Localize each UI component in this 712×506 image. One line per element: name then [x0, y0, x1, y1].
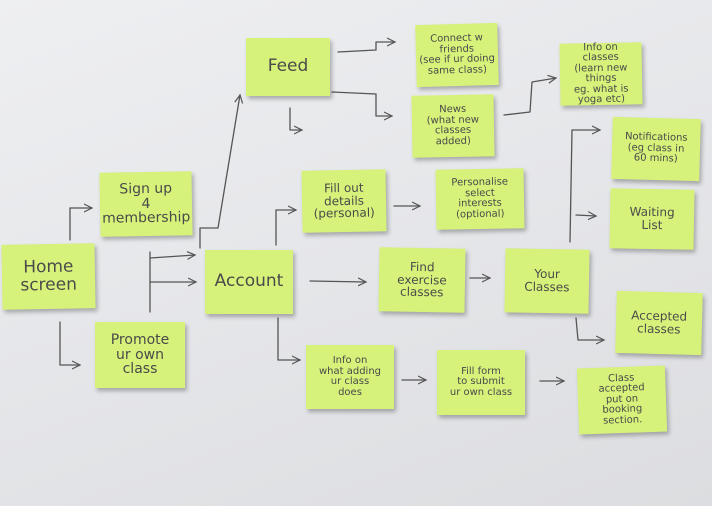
arrow-account-fill	[275, 210, 296, 246]
note-fill-out-details: Fill out details (personal)	[301, 169, 387, 233]
arrow-to-account-top	[149, 255, 195, 258]
note-sign-up: Sign up 4 membership	[99, 171, 193, 237]
arrow-yours-accepted	[575, 317, 604, 340]
arrow-feed-down	[289, 107, 302, 130]
arrow-yours-waiting	[575, 215, 596, 216]
note-info-on-adding: Info on what adding ur class does	[306, 345, 394, 409]
note-your-classes: Your Classes	[504, 248, 590, 314]
arrow-home-promote	[59, 321, 80, 365]
arrow-yours-notifications	[569, 130, 600, 243]
arrow-account-info-adding	[277, 317, 300, 360]
arrow-feed-connect	[337, 42, 395, 53]
note-fill-form: Fill form to submit ur own class	[437, 350, 525, 415]
note-waiting-list: Waiting List	[609, 188, 695, 250]
arrow-home-signup	[69, 208, 92, 241]
note-account: Account	[205, 250, 293, 314]
arrow-news-info	[503, 78, 556, 116]
arrow-feed-news	[331, 91, 392, 116]
note-info-on-classes: Info on classes (learn new things eg. wh…	[559, 41, 643, 106]
arrow-account-find	[309, 281, 366, 282]
note-promote-class: Promote ur own class	[95, 322, 185, 388]
note-news: News (what new classes added)	[411, 94, 495, 158]
note-personalise: Personalise select interests (optional)	[435, 168, 525, 230]
note-find-classes: Find exercise classes	[378, 247, 466, 313]
note-feed: Feed	[246, 38, 330, 96]
arrow-to-feed	[199, 95, 240, 249]
note-accepted-classes: Accepted classes	[615, 290, 703, 356]
note-class-accepted: Class accepted put on booking section.	[576, 365, 668, 435]
note-connect-friends: Connect w friends (see if ur doing same …	[415, 22, 499, 88]
note-notifications: Notifications (eg class in 60 mins)	[611, 116, 701, 182]
note-home-screen: Home screen	[1, 243, 96, 310]
